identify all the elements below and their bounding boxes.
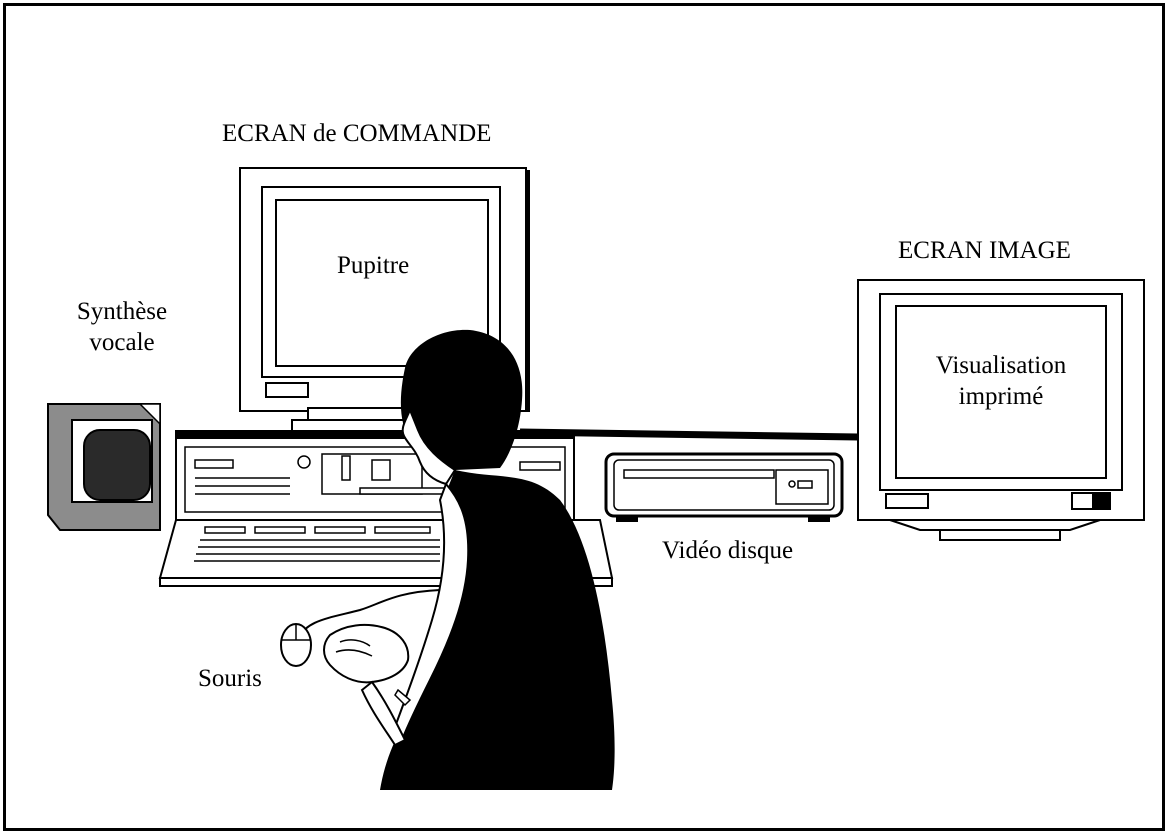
operator-silhouette [323, 329, 615, 790]
label-visualisation-line1: Visualisation [935, 352, 1067, 379]
connection-cable [519, 428, 859, 441]
video-disc-player-icon [604, 452, 844, 522]
label-command-screen: ECRAN de COMMANDE [222, 120, 492, 147]
image-monitor-icon [857, 279, 1145, 541]
label-visualisation: Visualisation imprimé [906, 350, 1096, 412]
speech-synthesizer-icon [47, 403, 161, 531]
label-voice-synthesis-line2: vocale [89, 329, 155, 356]
label-voice-synthesis-line1: Synthèse [76, 298, 168, 325]
label-visualisation-line2: imprimé [958, 383, 1044, 410]
label-image-screen: ECRAN IMAGE [898, 237, 1071, 264]
label-pupitre: Pupitre [337, 252, 410, 279]
mouse-icon [280, 589, 441, 667]
label-voice-synthesis: Synthèse vocale [62, 296, 182, 358]
label-video-disc: Vidéo disque [662, 537, 794, 564]
label-mouse: Souris [198, 665, 262, 692]
